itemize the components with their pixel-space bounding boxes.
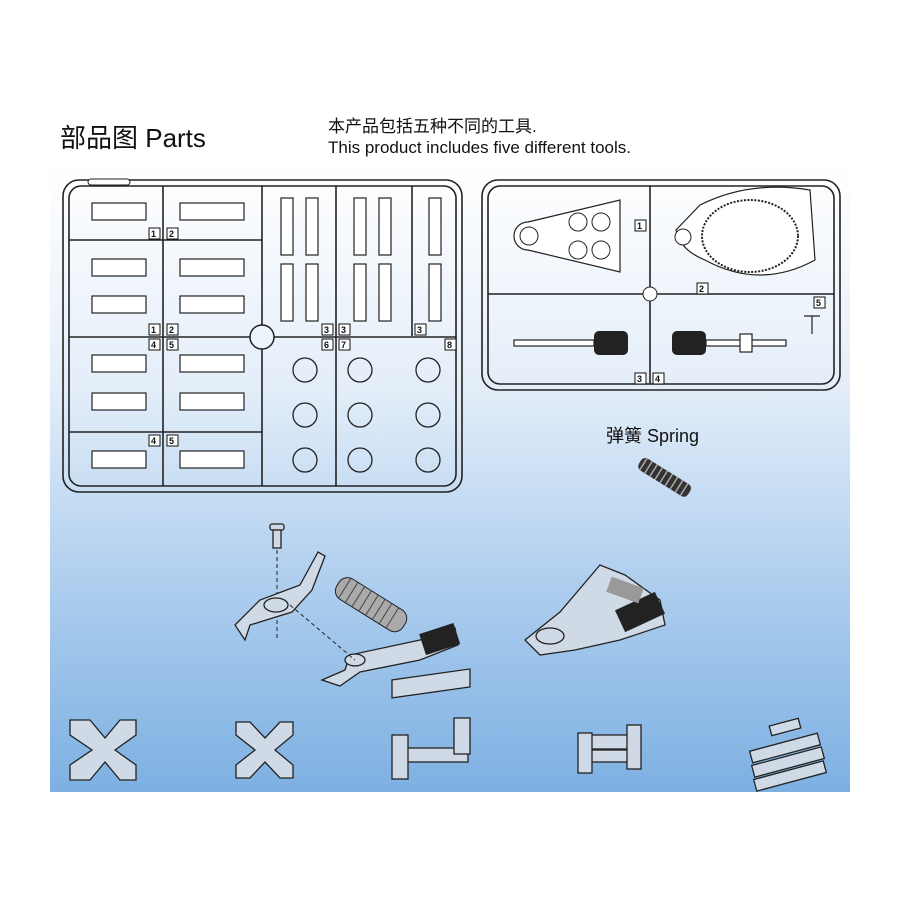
part-number: 4 <box>655 374 660 384</box>
part-number: 5 <box>169 436 174 446</box>
page-title: 部品图 Parts <box>60 123 206 153</box>
part-number: 5 <box>169 340 174 350</box>
description-chinese: 本产品包括五种不同的工具. <box>328 117 537 136</box>
part-number: 2 <box>169 325 174 335</box>
spring-illustration <box>638 457 692 497</box>
tool-assembled <box>524 564 666 656</box>
left-part-numbers: 1 2 1 2 4 5 3 3 3 6 7 8 4 5 <box>148 227 457 447</box>
part-number: 5 <box>816 298 821 308</box>
assembled-tool-4 <box>577 724 642 774</box>
assembled-tool-1 <box>69 719 137 781</box>
right-sprue: 1 2 5 3 4 <box>481 179 841 391</box>
part-number: 1 <box>637 221 642 231</box>
part-number: 2 <box>699 284 704 294</box>
product-description: 本产品包括五种不同的工具. This product includes five… <box>328 116 631 158</box>
part-number: 4 <box>151 340 156 350</box>
part-number: 7 <box>341 340 346 350</box>
assembled-tool-2 <box>235 721 294 779</box>
part-number: 2 <box>169 229 174 239</box>
part-number: 4 <box>151 436 156 446</box>
part-number: 6 <box>324 340 329 350</box>
spring-label: 弹簧 Spring <box>606 426 700 446</box>
assembled-tool-3 <box>391 668 471 780</box>
part-number: 3 <box>324 325 329 335</box>
plate-parts <box>280 197 442 322</box>
part-number: 3 <box>341 325 346 335</box>
tool-assembly-exploded <box>234 523 461 687</box>
part-number: 1 <box>151 325 156 335</box>
part-number: 1 <box>151 229 156 239</box>
part-number: 8 <box>447 340 452 350</box>
right-part-numbers: 1 2 5 3 4 <box>634 219 826 385</box>
description-english: This product includes five different too… <box>328 138 632 157</box>
assembled-tool-5 <box>748 717 828 792</box>
bar-parts <box>91 202 245 469</box>
part-number: 3 <box>417 325 422 335</box>
part-number: 3 <box>637 374 642 384</box>
left-sprue: 1 2 1 2 4 5 3 3 3 6 7 8 4 5 <box>62 178 463 493</box>
ring-parts <box>292 357 441 473</box>
